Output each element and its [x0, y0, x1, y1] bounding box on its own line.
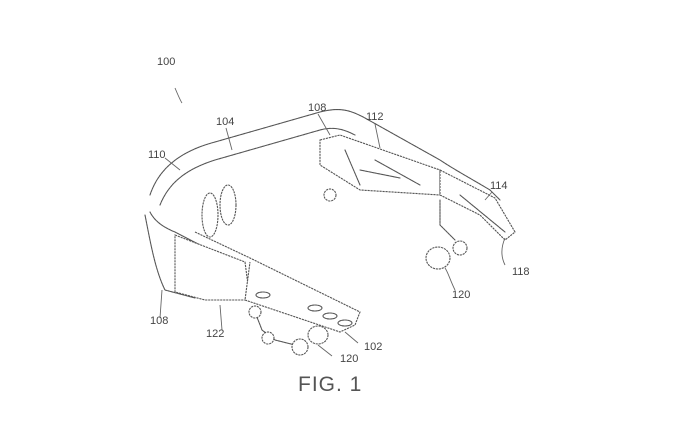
- label-120-left: 120: [340, 353, 358, 365]
- nose-pad: [219, 184, 237, 226]
- label-104: 104: [216, 116, 234, 128]
- leader-100: [174, 87, 183, 104]
- label-100: 100: [157, 56, 175, 68]
- label-108-right: 108: [308, 102, 326, 114]
- earbud-body: [307, 325, 329, 345]
- arm-detail: [459, 194, 506, 233]
- frame-outline: [149, 109, 501, 201]
- label-102: 102: [364, 341, 382, 353]
- label-112: 112: [366, 111, 384, 123]
- left-earpiece-linkage: [254, 311, 296, 346]
- label-118: 118: [512, 266, 530, 278]
- electronics-housing: [319, 134, 441, 196]
- left-temple-arm: [194, 231, 361, 333]
- label-122: 122: [206, 328, 224, 340]
- right-earpiece-linkage: [439, 199, 456, 241]
- earbud-body: [452, 240, 468, 256]
- frame-inner: [159, 127, 356, 206]
- arm-slot: [255, 291, 271, 299]
- label-110: 110: [148, 149, 166, 161]
- arm-slot: [322, 312, 338, 320]
- housing-detail: [344, 149, 421, 186]
- label-114: 114: [490, 180, 508, 192]
- leader-lines: [159, 113, 506, 357]
- hinge-joint: [248, 305, 262, 319]
- frame-lower: [144, 211, 201, 299]
- hinge-joint: [323, 188, 337, 202]
- hinge-joint: [261, 331, 275, 345]
- earbud: [291, 338, 309, 356]
- lens-housing: [174, 234, 251, 301]
- label-120-right: 120: [452, 289, 470, 301]
- earbud: [425, 246, 451, 270]
- label-108-left: 108: [150, 315, 168, 327]
- right-temple-arm: [439, 169, 516, 241]
- figure-title: FIG. 1: [298, 373, 362, 396]
- arm-slot: [307, 304, 323, 312]
- nose-pad: [201, 192, 219, 238]
- arm-slot: [337, 319, 353, 327]
